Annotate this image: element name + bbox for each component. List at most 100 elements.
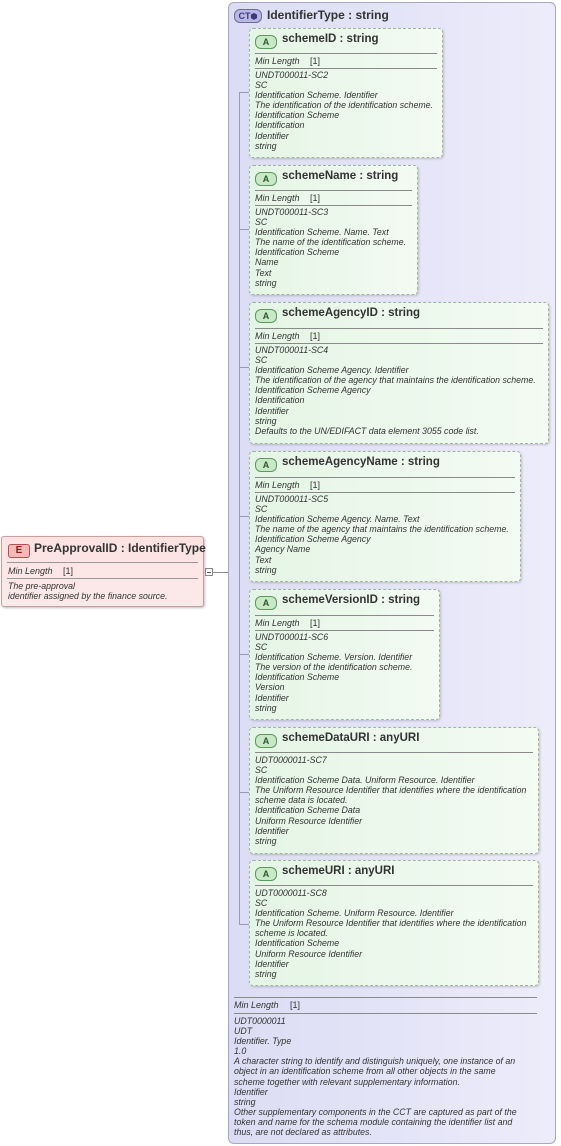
doc-line: SC (255, 642, 268, 653)
divider (255, 615, 434, 616)
min-length-value: [1] (290, 1000, 301, 1010)
attribute-title: schemeURI : anyURI (282, 865, 395, 877)
doc-line: scheme data is located. (255, 795, 348, 806)
doc-line: UNDT000011-SC2 (255, 70, 329, 80)
doc-line: string (255, 415, 277, 426)
doc-line: SC (255, 80, 268, 91)
attribute-documentation: UNDT000011-SC6 SC Identification Scheme.… (255, 632, 412, 713)
doc-line: Identification Scheme Agency. Identifier (255, 365, 409, 376)
divider (234, 1013, 537, 1014)
doc-line: Identification Scheme Data (255, 805, 361, 816)
element-badge-icon: E (8, 544, 30, 558)
connector-tick (239, 92, 249, 93)
doc-line: UDT0000011-SC8 (255, 888, 327, 898)
doc-line: The identification of the identification… (255, 100, 433, 111)
doc-line: Identification Scheme (255, 938, 340, 949)
doc-line: scheme is located. (255, 928, 328, 939)
attribute-documentation: UNDT000011-SC5 SC Identification Scheme … (255, 494, 509, 575)
complex-type-badge-text: CT (238, 11, 251, 21)
min-length-value: [1] (310, 331, 321, 341)
doc-line: string (255, 968, 277, 979)
min-length-value: [1] (310, 618, 321, 628)
doc-line: The name of the agency that maintains th… (255, 524, 509, 535)
attribute-documentation: UNDT000011-SC2 SC Identification Scheme.… (255, 70, 433, 151)
min-length-label: Min Length (255, 56, 300, 66)
doc-line: Identification Scheme. Uniform Resource.… (255, 908, 454, 919)
attribute-title: schemeID : string (282, 33, 379, 45)
divider (255, 492, 515, 493)
min-length-label: Min Length (255, 618, 300, 628)
doc-line: Identification Scheme (255, 672, 340, 683)
doc-line: The version of the identification scheme… (255, 662, 413, 673)
doc-line: string (234, 1096, 256, 1107)
complex-type-title: IdentifierType : string (267, 8, 389, 22)
divider (255, 53, 437, 54)
doc-line: Identification Scheme. Name. Text (255, 227, 389, 238)
min-length-value: [1] (63, 566, 74, 576)
doc-line: 1.0 (234, 1046, 247, 1057)
attribute-box-schemeURI[interactable]: A schemeURI : anyURI UDT0000011-SC8 SC I… (249, 860, 539, 986)
connector-tick (239, 367, 249, 368)
doc-line: Identifier (255, 405, 289, 416)
sequence-line (239, 92, 240, 924)
expand-toggle-icon[interactable] (205, 568, 213, 576)
doc-line: Uniform Resource Identifier (255, 815, 363, 826)
attribute-badge-icon: A (255, 35, 277, 49)
connector-line (213, 572, 240, 573)
element-documentation: The pre-approval identifier assigned by … (8, 581, 167, 601)
element-box[interactable]: E PreApprovalID : IdentifierType Min Len… (1, 536, 206, 607)
attribute-badge-icon: A (255, 734, 277, 748)
doc-line: UNDT000011-SC6 (255, 632, 329, 642)
doc-line: Uniform Resource Identifier (255, 948, 363, 959)
doc-line: Identification (255, 120, 305, 131)
attribute-box-schemeName[interactable]: A schemeName : string Min Length [1] UND… (249, 165, 418, 295)
doc-line: identifier assigned by the finance sourc… (8, 591, 168, 602)
doc-line: SC (255, 355, 268, 366)
doc-line: Identification (255, 395, 305, 406)
doc-line: SC (255, 217, 268, 228)
attribute-documentation: UNDT000011-SC3 SC Identification Scheme.… (255, 207, 406, 288)
attribute-title: schemeVersionID : string (282, 594, 421, 606)
doc-line: Identification Scheme. Identifier (255, 90, 378, 101)
doc-line: Identification Scheme (255, 247, 340, 258)
complex-type-badge-icon: CT⬢ (234, 9, 262, 23)
attribute-badge-icon: A (255, 596, 277, 610)
doc-line: Identification Scheme Agency (255, 534, 371, 545)
doc-line: The Uniform Resource Identifier that ide… (255, 785, 527, 796)
divider (7, 562, 198, 563)
connector-tick (239, 924, 249, 925)
divider (255, 630, 434, 631)
doc-line: Identification Scheme Data. Uniform Reso… (255, 775, 475, 786)
doc-line: Identification Scheme. Version. Identifi… (255, 652, 413, 663)
doc-line: Version (255, 682, 285, 693)
element-title: PreApprovalID : IdentifierType (34, 541, 206, 555)
attribute-badge-icon: A (255, 309, 277, 323)
attribute-box-schemeAgencyName[interactable]: A schemeAgencyName : string Min Length [… (249, 451, 521, 582)
min-length-label: Min Length (255, 480, 300, 490)
attribute-box-schemeVersionID[interactable]: A schemeVersionID : string Min Length [1… (249, 589, 440, 720)
connector-tick (239, 792, 249, 793)
attribute-title: schemeDataURI : anyURI (282, 732, 420, 744)
connector-tick (239, 654, 249, 655)
doc-line: string (255, 277, 277, 288)
doc-line: object in an identification scheme from … (234, 1066, 496, 1077)
attribute-title: schemeAgencyName : string (282, 456, 440, 468)
doc-line: UNDT000011-SC4 (255, 345, 329, 355)
doc-line: The Uniform Resource Identifier that ide… (255, 918, 527, 929)
min-length-value: [1] (310, 193, 321, 203)
min-length-label: Min Length (255, 193, 300, 203)
doc-line: string (255, 702, 277, 713)
min-length-label: Min Length (255, 331, 300, 341)
min-length-value: [1] (310, 480, 321, 490)
attribute-box-schemeID[interactable]: A schemeID : string Min Length [1] UNDT0… (249, 28, 443, 158)
divider (255, 205, 412, 206)
divider (255, 885, 533, 886)
doc-line: UDT (234, 1026, 253, 1037)
attribute-box-schemeDataURI[interactable]: A schemeDataURI : anyURI UDT0000011-SC7 … (249, 727, 539, 854)
doc-line: Identifier (234, 1086, 268, 1097)
attribute-box-schemeAgencyID[interactable]: A schemeAgencyID : string Min Length [1]… (249, 302, 549, 444)
attribute-badge-icon: A (255, 458, 277, 472)
doc-line: UNDT000011-SC5 (255, 494, 329, 504)
divider (234, 997, 537, 998)
doc-line: Defaults to the UN/EDIFACT data element … (255, 425, 479, 436)
